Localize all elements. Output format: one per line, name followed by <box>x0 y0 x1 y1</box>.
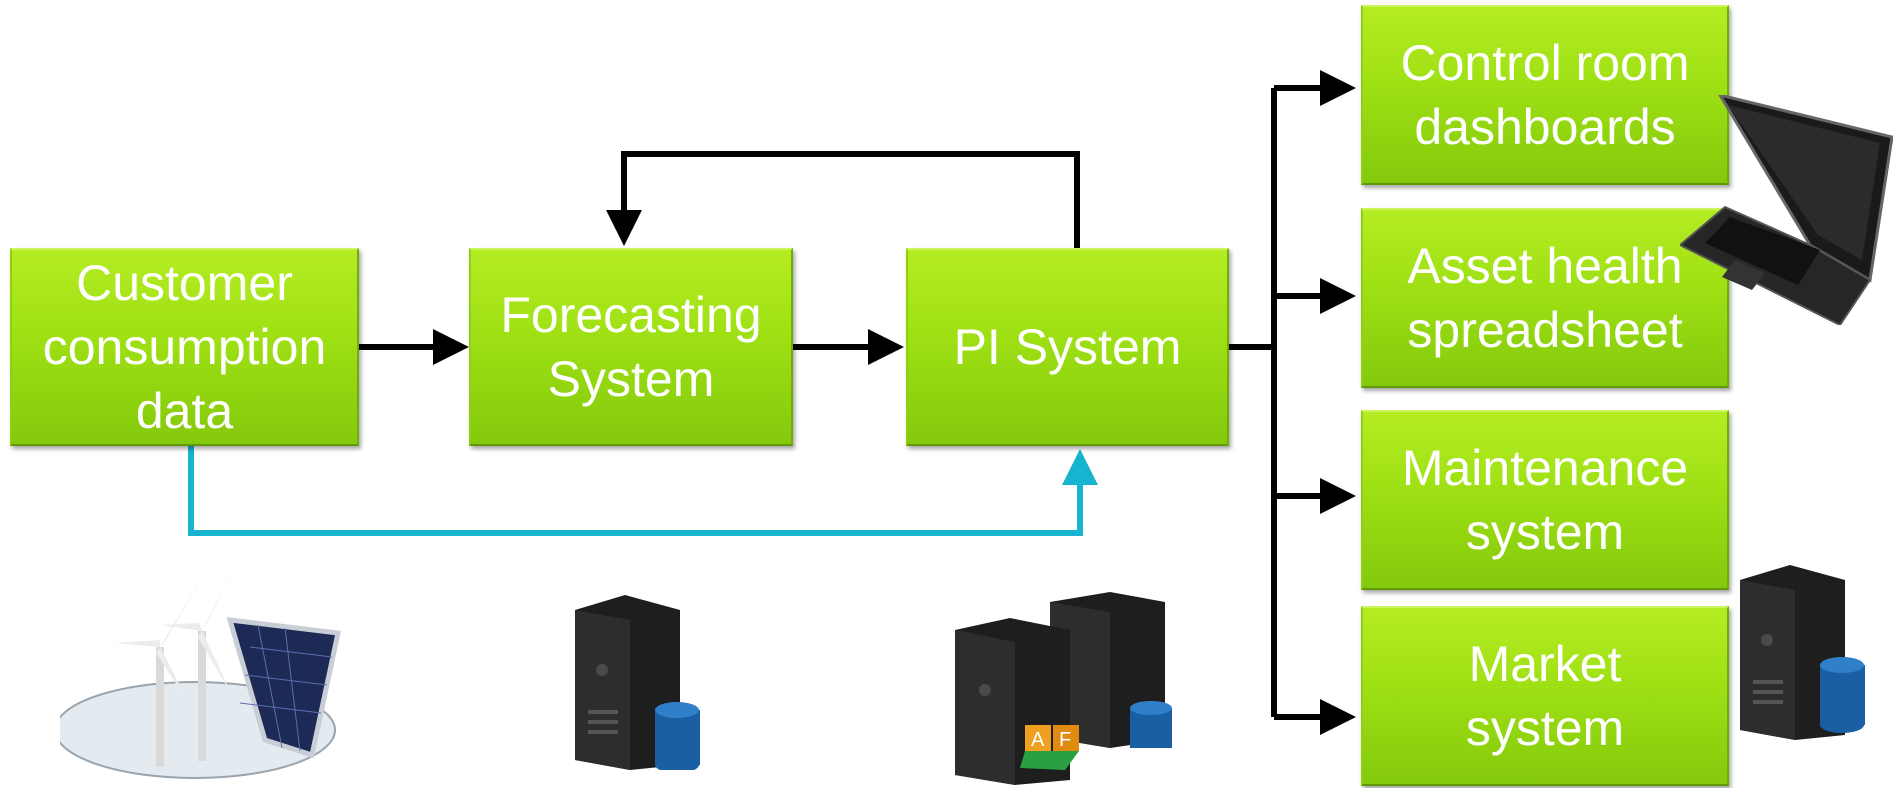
af-badge-f: F <box>1059 729 1071 751</box>
pi-af-servers-icon: A F <box>955 592 1172 785</box>
af-badge-a: A <box>1031 729 1045 751</box>
arrow-customer-to-pi <box>188 443 1098 536</box>
pi-system-label: PI System <box>953 319 1182 375</box>
pi-system-box: PI System <box>906 248 1229 446</box>
forecasting-system-label: Forecasting System <box>500 287 762 407</box>
server-with-database-icon <box>575 595 700 770</box>
maintenance-label: Maintenance system <box>1401 440 1689 560</box>
control-room-label: Control room dashboards <box>1400 35 1690 155</box>
arrow-pi-to-forecasting-loop <box>606 151 1080 250</box>
af-badge: A F <box>1020 725 1079 770</box>
maintenance-box: Maintenance system <box>1361 410 1729 590</box>
market-system-box: Market system <box>1361 606 1729 786</box>
market-system-label: Market system <box>1465 636 1625 756</box>
control-room-box: Control room dashboards <box>1361 5 1729 185</box>
customer-consumption-label: Customer consumption data <box>42 255 327 439</box>
laptop-icon <box>1680 95 1893 325</box>
wind-turbines-solar-panel-icon <box>60 565 342 779</box>
asset-health-box: Asset health spreadsheet <box>1361 208 1729 388</box>
customer-consumption-box: Customer consumption data <box>10 248 359 446</box>
market-server-icon <box>1740 565 1865 740</box>
forecasting-system-box: Forecasting System <box>469 248 793 446</box>
asset-health-label: Asset health spreadsheet <box>1407 238 1683 358</box>
